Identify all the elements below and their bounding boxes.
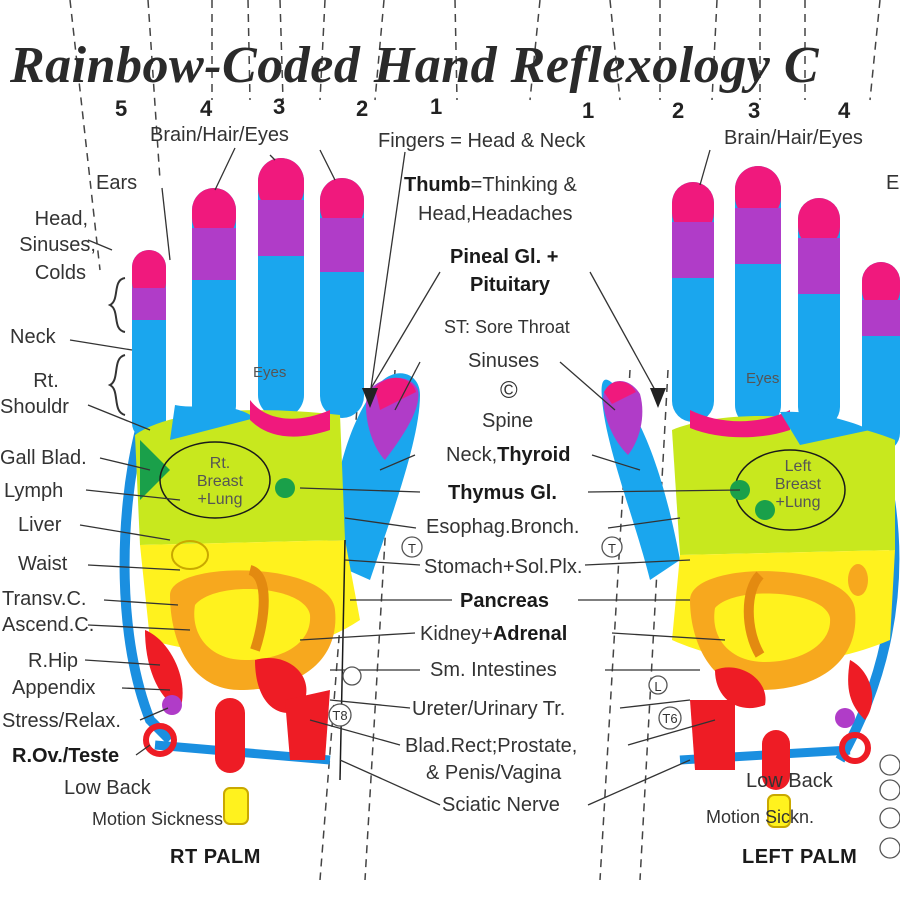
label-sciatic: Sciatic Nerve (442, 794, 560, 816)
label-sinuses-center: Sinuses (468, 350, 540, 372)
label-thyroid: Thyroid (497, 444, 571, 466)
label-left-breast-lung-1: Left (784, 458, 812, 475)
label-rt-breast-lung-2: Breast (196, 473, 244, 490)
label-left-breast-lung-3: +Lung (775, 494, 821, 511)
label-motion-sickn: Motion Sickn. (706, 807, 815, 827)
marker-t8: T8 (332, 708, 348, 723)
label-esophag: Esophag.Bronch. (426, 516, 580, 538)
label-pineal: Pineal Gl. + (450, 246, 559, 268)
label-sm-intestines: Sm. Intestines (430, 659, 557, 681)
zone-number-5: 5 (115, 96, 128, 121)
label-thumb-rest: =Thinking & (470, 174, 577, 196)
zone-number-2-right: 2 (672, 98, 685, 123)
label-eyes-rt: Eyes (253, 364, 287, 381)
label-rt-breast-lung-3: +Lung (197, 491, 243, 508)
label-pituitary: Pituitary (470, 274, 551, 296)
label-head: Head, (34, 208, 88, 230)
label-fingers-head-neck: Fingers = Head & Neck (378, 130, 586, 152)
label-kidney-prefix: Kidney+ (420, 623, 493, 645)
label-sinuses: Sinuses, (19, 234, 96, 256)
right-palm-hand (119, 158, 420, 825)
zone-number-2: 2 (356, 96, 369, 121)
label-colds: Colds (34, 262, 86, 284)
label-thumb: Thumb=Thinking & (404, 174, 577, 196)
label-thumb-bold: Thumb (404, 174, 471, 196)
label-rt-breast-lung: Rt. Breast +Lung (190, 455, 250, 509)
footer-rt-palm: RT PALM (170, 846, 261, 868)
label-sore-throat: ST: Sore Throat (444, 317, 570, 337)
label-liver: Liver (18, 514, 62, 536)
label-neck-prefix: Neck, (446, 444, 498, 466)
label-lymph: Lymph (4, 480, 64, 502)
circled-markers (328, 536, 900, 859)
marker-t-1: T (408, 541, 416, 556)
chart-title: Rainbow-Coded Hand Reflexology C (10, 37, 819, 94)
marker-t-2: T (608, 541, 616, 556)
label-brain-hair-eyes-left: Brain/Hair/Eyes (724, 127, 863, 149)
zone-number-3: 3 (273, 94, 286, 119)
marker-t6: T6 (662, 711, 678, 726)
label-stress-relax: Stress/Relax. (2, 710, 121, 732)
zone-number-1-right: 1 (582, 98, 595, 123)
label-waist: Waist (18, 553, 68, 575)
label-penis-vagina: & Penis/Vagina (426, 762, 562, 784)
label-head-headaches: Head,Headaches (418, 203, 573, 225)
label-blad-rect: Blad.Rect;Prostate, (405, 735, 578, 757)
bracket-shoulder (107, 354, 126, 416)
label-e-partial: E (886, 172, 900, 194)
zone-number-1: 1 (430, 94, 443, 119)
leader-lines (69, 147, 741, 806)
zone-number-4: 4 (200, 96, 213, 121)
label-kidney-adrenal: Kidney+Adrenal (420, 623, 567, 645)
label-pancreas: Pancreas (460, 590, 549, 612)
label-adrenal: Adrenal (492, 623, 568, 645)
label-rt: Rt. (33, 370, 59, 392)
zone-number-3-right: 3 (748, 98, 761, 123)
zone-lines (69, 0, 881, 881)
bracket-head (107, 277, 126, 333)
left-palm-hand (601, 166, 900, 828)
label-gall-blad: Gall Blad. (0, 447, 87, 469)
label-low-back: Low Back (64, 777, 151, 799)
arrow-right (650, 388, 666, 408)
label-thymus: Thymus Gl. (448, 482, 557, 504)
label-left-breast-lung-2: Breast (774, 476, 822, 493)
label-eyes-left: Eyes (746, 370, 780, 387)
label-left-breast-lung: Left Breast +Lung (768, 458, 828, 512)
footer-left-palm: LEFT PALM (742, 846, 858, 868)
label-low-back-left: Low Back (746, 770, 833, 792)
label-transv-c: Transv.C. (2, 588, 87, 610)
arrow-left (362, 388, 378, 408)
zone-number-4-right: 4 (838, 98, 851, 123)
label-neck-thyroid: Neck,Thyroid (446, 444, 570, 466)
label-ears: Ears (96, 172, 138, 194)
label-motion-sickness: Motion Sickness (92, 809, 224, 829)
label-rt-breast-lung-1: Rt. (209, 455, 231, 472)
label-brain-hair-eyes-rt: Brain/Hair/Eyes (150, 124, 289, 146)
label-c-mark: © (500, 377, 518, 404)
label-spine: Spine (482, 410, 534, 432)
label-appendix: Appendix (12, 677, 96, 699)
label-r-ov-teste: R.Ov./Teste (12, 745, 120, 767)
label-shouldr: Shouldr (0, 396, 69, 418)
label-ureter: Ureter/Urinary Tr. (412, 698, 566, 720)
label-stomach: Stomach+Sol.Plx. (424, 556, 583, 578)
label-ascend-c: Ascend.C. (2, 614, 95, 636)
marker-l: L (654, 679, 662, 694)
label-r-hip: R.Hip (28, 650, 79, 672)
label-neck: Neck (10, 326, 56, 348)
